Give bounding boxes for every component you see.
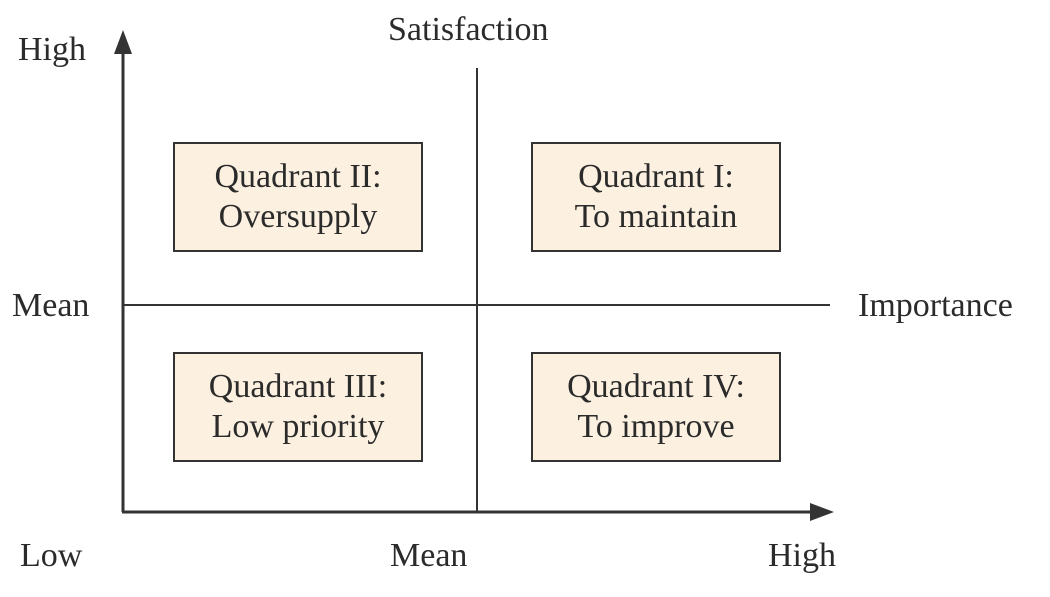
quadrant-1-title: Quadrant I: [578,158,734,195]
x-axis-mean-label: Mean [390,537,468,574]
y-axis-mean-label: Mean [12,287,90,324]
quadrant-4-box: Quadrant IV: To improve [531,352,781,462]
quadrant-2-title: Quadrant II: [214,158,382,195]
quadrant-3-title: Quadrant III: [208,368,388,405]
x-axis-arrowhead [810,503,834,521]
x-axis-low-label: Low [20,537,83,574]
quadrant-4-title: Quadrant IV: [567,368,745,405]
quadrant-2-box: Quadrant II: Oversupply [173,142,423,252]
quadrant-1-label: To maintain [574,198,738,235]
y-axis-high-label: High [18,31,86,68]
y-axis-title: Satisfaction [388,11,549,48]
quadrant-3-label: Low priority [211,408,385,445]
y-axis-arrowhead [114,30,132,54]
quadrant-4-label: To improve [577,408,735,445]
quadrant-3-box: Quadrant III: Low priority [173,352,423,462]
quadrant-2-label: Oversupply [218,198,378,235]
x-axis-high-label: High [768,537,836,574]
quadrant-1-box: Quadrant I: To maintain [531,142,781,252]
x-axis-title: Importance [858,287,1013,324]
